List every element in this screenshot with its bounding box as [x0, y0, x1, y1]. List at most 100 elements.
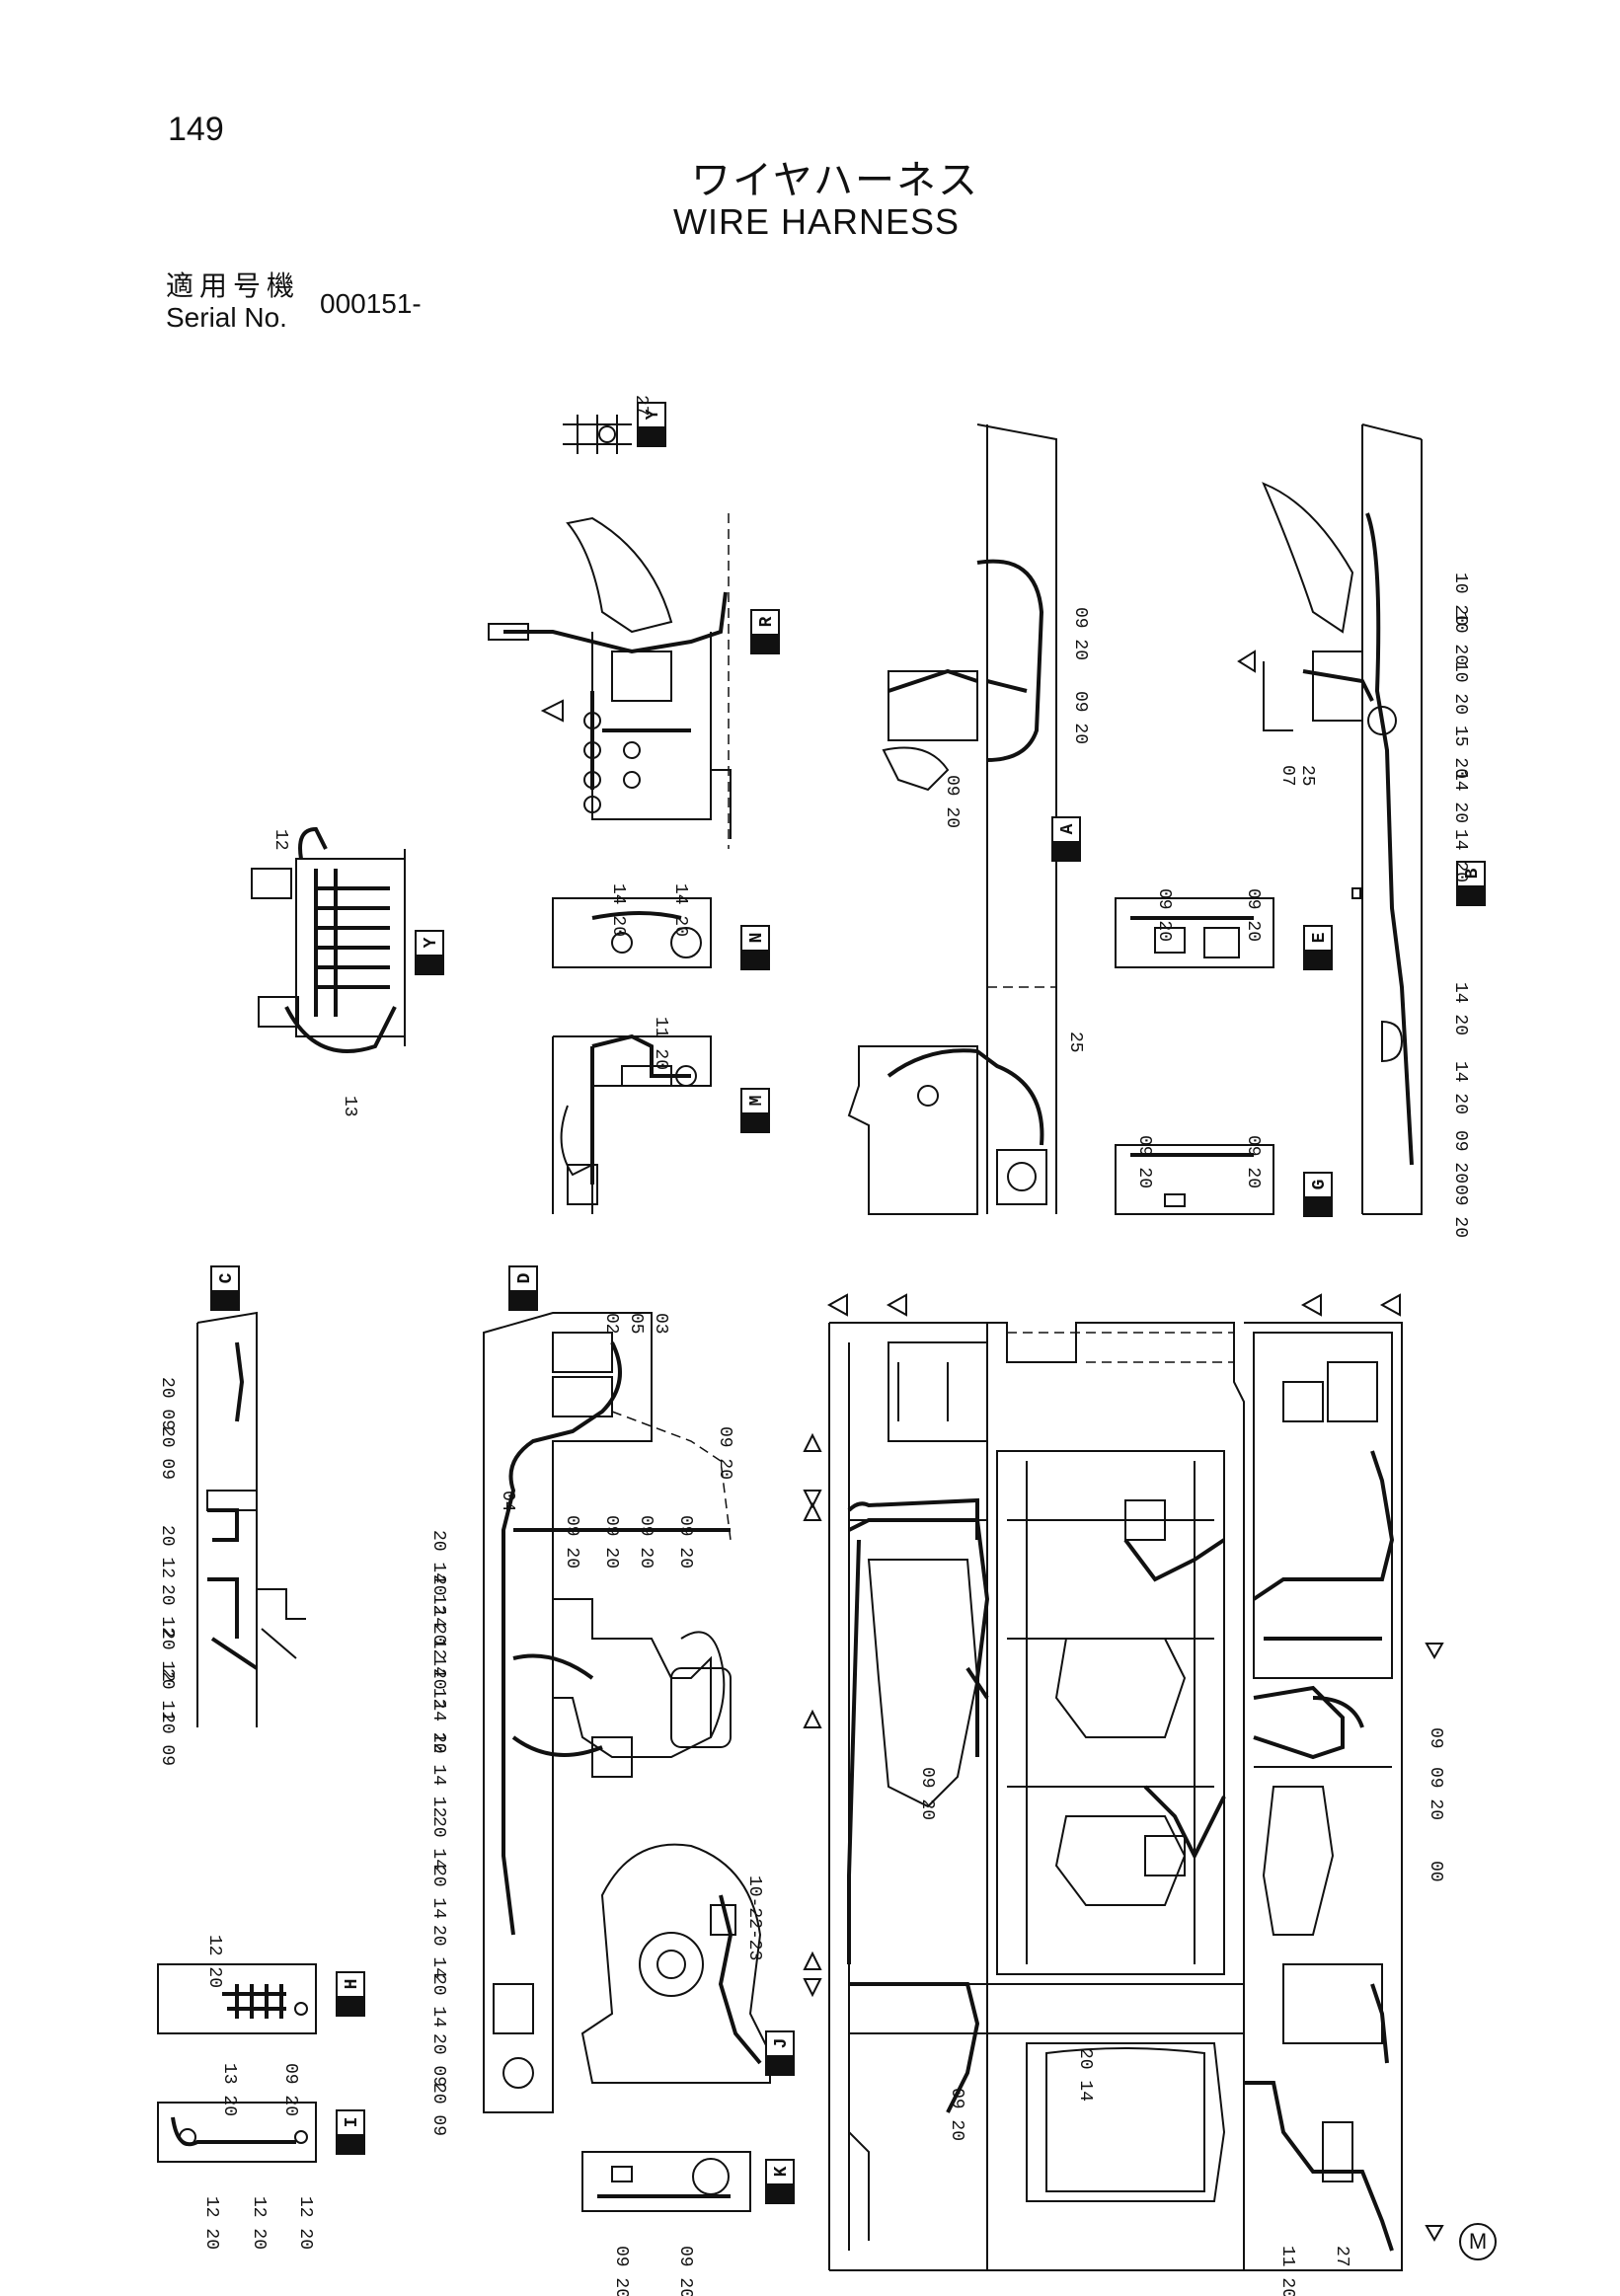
callout-label: 20 14: [428, 1925, 448, 1978]
callout-label: 12 20: [295, 2196, 315, 2250]
callout-label: 13 20: [219, 2063, 239, 2116]
view-tag-view-b: B: [1456, 861, 1486, 906]
callout-label: 20 14 12: [428, 1732, 448, 1817]
callout-label: 20 09: [428, 2033, 448, 2087]
view-tag-view-j: J: [765, 2030, 795, 2076]
callout-label: 14 20: [1450, 1061, 1470, 1114]
callout-label: 20 09: [428, 2083, 448, 2136]
view-j-drawing: [580, 1843, 771, 2084]
callout-label: 09 20: [1450, 1130, 1470, 1184]
callout-label: 15 20: [1450, 726, 1470, 779]
callout-label: 02: [601, 1313, 621, 1335]
view-tag-letter: G: [1310, 1180, 1330, 1190]
view-tag-view-n: N: [740, 925, 770, 970]
callout-label: 14 20: [1450, 982, 1470, 1035]
callout-label: 14 20: [608, 883, 628, 937]
title-english: WIRE HARNESS: [673, 201, 961, 242]
callout-label: 12 20: [249, 2196, 269, 2250]
view-tag-view-k: K: [765, 2159, 795, 2204]
callout-label: 09 20: [601, 1515, 621, 1569]
view-tag-letter: Y: [422, 937, 441, 948]
callout-label: 20 14: [1075, 2048, 1095, 2102]
callout-label: 14 20: [670, 883, 690, 937]
view-tag-view-d: D: [508, 1265, 538, 1311]
view-n-drawing: [552, 897, 712, 968]
title-japanese: ワイヤハーネス: [691, 158, 979, 203]
view-tag-letter: C: [217, 1272, 237, 1283]
view-tag-letter: A: [1058, 823, 1078, 834]
callout-label: 09 20: [1070, 607, 1090, 660]
view-tag-letter: R: [757, 616, 777, 627]
callout-label: 20 14 12: [428, 1668, 448, 1753]
callout-label: 09 20: [715, 1426, 734, 1480]
callout-label: 13: [340, 1096, 359, 1117]
view-y-top-drawing: [563, 415, 632, 454]
callout-label: 12 20: [201, 2196, 221, 2250]
callout-label: 11 20: [1277, 2246, 1297, 2296]
callout-label: 25: [1065, 1032, 1085, 1053]
callout-label: 09 20: [675, 1515, 695, 1569]
callout-label: 12 20: [204, 1935, 224, 1988]
view-r-drawing: [488, 513, 732, 849]
callout-label: 20 14 12: [428, 1624, 448, 1709]
view-d-drawing: [483, 1312, 732, 2113]
callout-label: 20 12: [157, 1629, 177, 1682]
callout-label: 09 20: [1154, 888, 1174, 942]
view-tag-view-i: I: [336, 2109, 365, 2155]
callout-label: 09 20: [675, 2246, 695, 2296]
view-tag-letter: H: [343, 1979, 362, 1990]
direction-arrows: [803, 1293, 1444, 2243]
serial-number-value: 000151-: [320, 288, 422, 319]
view-m-drawing: [552, 1033, 712, 1214]
view-h-drawing: [157, 1963, 317, 2034]
view-k-drawing: [581, 2151, 751, 2212]
page-number: 149: [168, 111, 224, 148]
serial-label-english: Serial No.: [166, 302, 287, 333]
view-tag-view-y-left: Y: [415, 930, 444, 975]
callout-label: 20 14: [428, 1866, 448, 1919]
callout-label: 20 14 12: [428, 1574, 448, 1659]
view-tag-view-c: C: [210, 1265, 240, 1311]
callout-label: 09 20: [280, 2063, 300, 2116]
callout-label: 09 20: [942, 775, 962, 828]
callout-label: 09 20: [947, 2088, 966, 2141]
callout-label: 09 20: [1450, 1185, 1470, 1238]
callout-label: 09 20: [611, 2246, 631, 2296]
callout-label: 14 20: [1450, 770, 1470, 823]
callout-label: 09: [1426, 1727, 1445, 1749]
callout-label: 14 20: [1450, 829, 1470, 882]
callout-label: 27: [1332, 2246, 1351, 2267]
view-tag-view-a: A: [1051, 816, 1081, 862]
callout-label: 09 20: [562, 1515, 581, 1569]
serial-label-japanese: 適用号機: [166, 269, 301, 302]
main-upper-structure-drawing: [828, 1322, 1245, 2271]
callout-label: 09 20: [1243, 1135, 1263, 1188]
view-tag-letter: E: [1310, 932, 1330, 943]
view-tag-view-e: E: [1303, 925, 1333, 970]
callout-label: 20 12: [157, 1525, 177, 1578]
callout-label: 20 14: [428, 1816, 448, 1870]
callout-label: 09 20: [917, 1767, 937, 1820]
view-tag-letter: I: [343, 2117, 362, 2128]
view-tag-letter: Y: [644, 409, 663, 420]
view-b-drawing: [1237, 423, 1423, 1215]
view-a-drawing: [847, 423, 1057, 1215]
callout-label: 25: [1297, 765, 1317, 787]
callout-label: 20 12: [157, 1584, 177, 1638]
callout-label: 20 09: [157, 1713, 177, 1766]
callout-label: 20 11: [157, 1668, 177, 1722]
view-tag-view-g: G: [1303, 1172, 1333, 1217]
callout-label: 20 14 12: [428, 1530, 448, 1615]
callout-label: 20 09: [157, 1377, 177, 1430]
view-i-drawing: [157, 2102, 317, 2163]
callout-label: 09 20: [1134, 1135, 1154, 1188]
view-tag-letter: D: [515, 1272, 535, 1283]
callout-label: 10 20: [1450, 612, 1470, 665]
view-tag-letter: K: [772, 2166, 792, 2177]
callout-label: 10-22-23: [744, 1875, 764, 1960]
callout-label: 03: [651, 1313, 670, 1335]
callout-label: 09 20: [1426, 1767, 1445, 1820]
callout-label: 04: [498, 1491, 517, 1512]
view-tag-view-h: H: [336, 1971, 365, 2017]
